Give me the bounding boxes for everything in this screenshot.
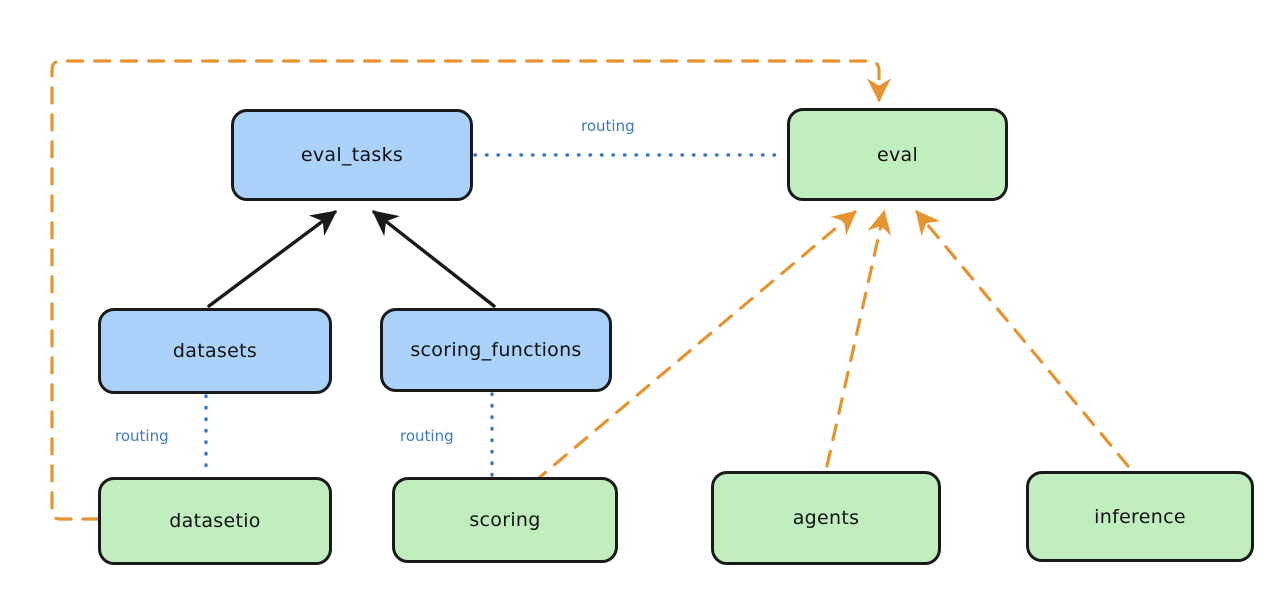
node-eval-label: eval bbox=[876, 143, 919, 166]
edge-scoring-to-eval bbox=[532, 210, 857, 484]
edge-inference-to-eval bbox=[915, 210, 1130, 468]
node-inference-label: inference bbox=[1094, 505, 1186, 528]
node-datasets[interactable]: datasets bbox=[98, 308, 332, 394]
node-scoring[interactable]: scoring bbox=[392, 477, 618, 563]
node-scoring-label: scoring bbox=[469, 509, 541, 531]
edge-label-routing-eval-tasks-eval: routing bbox=[578, 117, 638, 135]
node-datasets-label: datasets bbox=[172, 340, 258, 362]
edge-datasets-to-eval-tasks bbox=[207, 210, 338, 308]
node-scoring-functions[interactable]: scoring_functions bbox=[380, 308, 612, 392]
node-datasetio[interactable]: datasetio bbox=[98, 477, 332, 565]
node-datasetio-label: datasetio bbox=[169, 510, 261, 532]
node-inference[interactable]: inference bbox=[1026, 471, 1254, 562]
edge-agents-to-eval bbox=[825, 209, 891, 468]
node-eval-tasks[interactable]: eval_tasks bbox=[231, 109, 473, 201]
edge-scoring-functions-to-eval-tasks bbox=[371, 210, 496, 308]
edge-label-routing-datasets-datasetio: routing bbox=[112, 427, 172, 445]
edge-label-routing-scoring-functions-scoring: routing bbox=[397, 427, 457, 445]
node-agents-label: agents bbox=[792, 507, 860, 529]
node-eval-tasks-label: eval_tasks bbox=[300, 144, 404, 166]
node-eval[interactable]: eval bbox=[787, 108, 1008, 201]
node-agents[interactable]: agents bbox=[711, 471, 941, 565]
node-scoring-functions-label: scoring_functions bbox=[410, 339, 582, 361]
edge-datasetio-to-eval bbox=[50, 59, 891, 521]
